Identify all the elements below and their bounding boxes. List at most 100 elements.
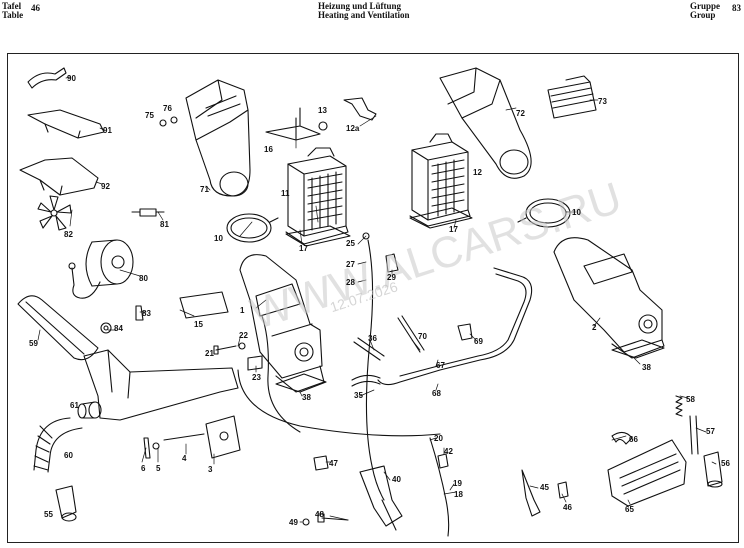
cable-18-19 xyxy=(429,437,450,537)
part-label-72: 72 xyxy=(516,109,525,118)
part-label-58: 58 xyxy=(686,395,695,404)
deflector-plate-92 xyxy=(19,157,99,196)
blower-motor-80 xyxy=(68,239,134,299)
header-left: Tafel Table 46 xyxy=(2,1,40,20)
part-label-45: 45 xyxy=(540,483,549,492)
part-label-35: 35 xyxy=(354,391,363,400)
clip-42 xyxy=(437,453,449,469)
part-label-21: 21 xyxy=(205,349,214,358)
part-label-2: 2 xyxy=(592,323,597,332)
grommet-84 xyxy=(100,322,112,334)
flexible-hose-60 xyxy=(33,417,83,473)
part-label-38-left: 38 xyxy=(302,393,311,402)
nut-22 xyxy=(238,342,246,350)
part-label-90: 90 xyxy=(67,74,76,83)
pipe-assembly-67-68 xyxy=(351,267,533,387)
header-title: Heizung und Lüftung Heating and Ventilat… xyxy=(318,2,410,20)
part-label-68: 68 xyxy=(432,389,441,398)
part-label-23: 23 xyxy=(252,373,261,382)
group-label-de: Gruppe xyxy=(690,1,721,11)
group-label-en: Group xyxy=(690,10,716,20)
part-label-49: 49 xyxy=(289,518,298,527)
clip-29 xyxy=(385,253,399,273)
bolt-21 xyxy=(213,345,237,355)
part-label-80: 80 xyxy=(139,274,148,283)
part-label-28: 28 xyxy=(346,278,355,287)
part-label-70: 70 xyxy=(418,332,427,341)
part-label-57: 57 xyxy=(706,427,715,436)
part-label-20: 20 xyxy=(434,434,443,443)
part-label-69: 69 xyxy=(474,337,483,346)
part-label-19: 19 xyxy=(453,479,462,488)
part-label-83: 83 xyxy=(142,309,151,318)
resistor-81 xyxy=(131,208,165,217)
control-panel-3 xyxy=(205,415,241,459)
cylinder-56 xyxy=(703,451,723,488)
part-label-16: 16 xyxy=(264,145,273,154)
part-label-4: 4 xyxy=(182,454,187,463)
watermark-text: WWW.ALCARS.RU xyxy=(245,173,627,339)
outlet-nozzle-55 xyxy=(55,485,77,522)
part-label-29: 29 xyxy=(387,273,396,282)
flange-38-left xyxy=(275,373,327,393)
lever-assembly-40 xyxy=(359,465,403,531)
rod-36 xyxy=(353,337,385,361)
part-label-46: 46 xyxy=(563,503,572,512)
heater-box-1 xyxy=(239,254,325,393)
bowden-cable-20 xyxy=(237,315,441,437)
part-label-17-right: 17 xyxy=(449,225,458,234)
leader-lines xyxy=(37,76,717,523)
clamp-ring-10-right xyxy=(517,198,571,228)
bracket-16 xyxy=(265,107,321,141)
grille-73 xyxy=(547,75,597,119)
part-label-13: 13 xyxy=(318,106,327,115)
title-english: Heating and Ventilation xyxy=(318,10,410,20)
table-label-de: Tafel xyxy=(2,1,22,11)
part-label-6: 6 xyxy=(141,464,146,473)
rod-57 xyxy=(689,415,699,455)
nut-49 xyxy=(302,518,310,526)
part-label-71: 71 xyxy=(200,185,209,194)
diagram-frame xyxy=(7,53,739,543)
part-label-91: 91 xyxy=(103,126,112,135)
clip-83 xyxy=(135,305,144,321)
deflector-plate-91 xyxy=(27,109,105,139)
part-label-5: 5 xyxy=(156,464,161,473)
part-label-59: 59 xyxy=(29,339,38,348)
pin-6 xyxy=(143,437,151,459)
part-label-15: 15 xyxy=(194,320,203,329)
part-label-66: 66 xyxy=(629,435,638,444)
part-label-65: 65 xyxy=(625,505,634,514)
rod-70 xyxy=(397,315,425,353)
control-cable-25-28 xyxy=(362,232,385,501)
regulator-cover-65 xyxy=(607,439,687,507)
heat-exchanger-11 xyxy=(285,147,349,245)
spindle-4 xyxy=(163,433,205,441)
part-label-75: 75 xyxy=(145,111,154,120)
part-label-47: 47 xyxy=(329,459,338,468)
part-label-60: 60 xyxy=(64,451,73,460)
part-label-73: 73 xyxy=(598,97,607,106)
table-label-en: Table xyxy=(2,10,24,20)
part-label-38-right: 38 xyxy=(642,363,651,372)
nut-13 xyxy=(318,121,328,131)
part-label-11: 11 xyxy=(281,189,290,198)
base-17-right xyxy=(409,207,473,229)
hose-connector-61 xyxy=(77,401,102,419)
part-label-40: 40 xyxy=(392,475,401,484)
part-label-67: 67 xyxy=(436,361,445,370)
washers-75-76 xyxy=(159,116,178,127)
part-label-84: 84 xyxy=(114,324,123,333)
foam-pad-15 xyxy=(179,291,229,319)
part-label-10-left: 10 xyxy=(214,234,223,243)
part-label-25: 25 xyxy=(346,239,355,248)
base-17-left xyxy=(285,225,351,247)
title-german: Heizung und Lüftung xyxy=(318,1,402,11)
part-label-42: 42 xyxy=(444,447,453,456)
group-number: 83 xyxy=(732,3,741,13)
part-label-81: 81 xyxy=(160,220,169,229)
knob-47 xyxy=(313,455,329,471)
heater-box-2 xyxy=(553,237,665,359)
lever-45 xyxy=(521,469,541,517)
